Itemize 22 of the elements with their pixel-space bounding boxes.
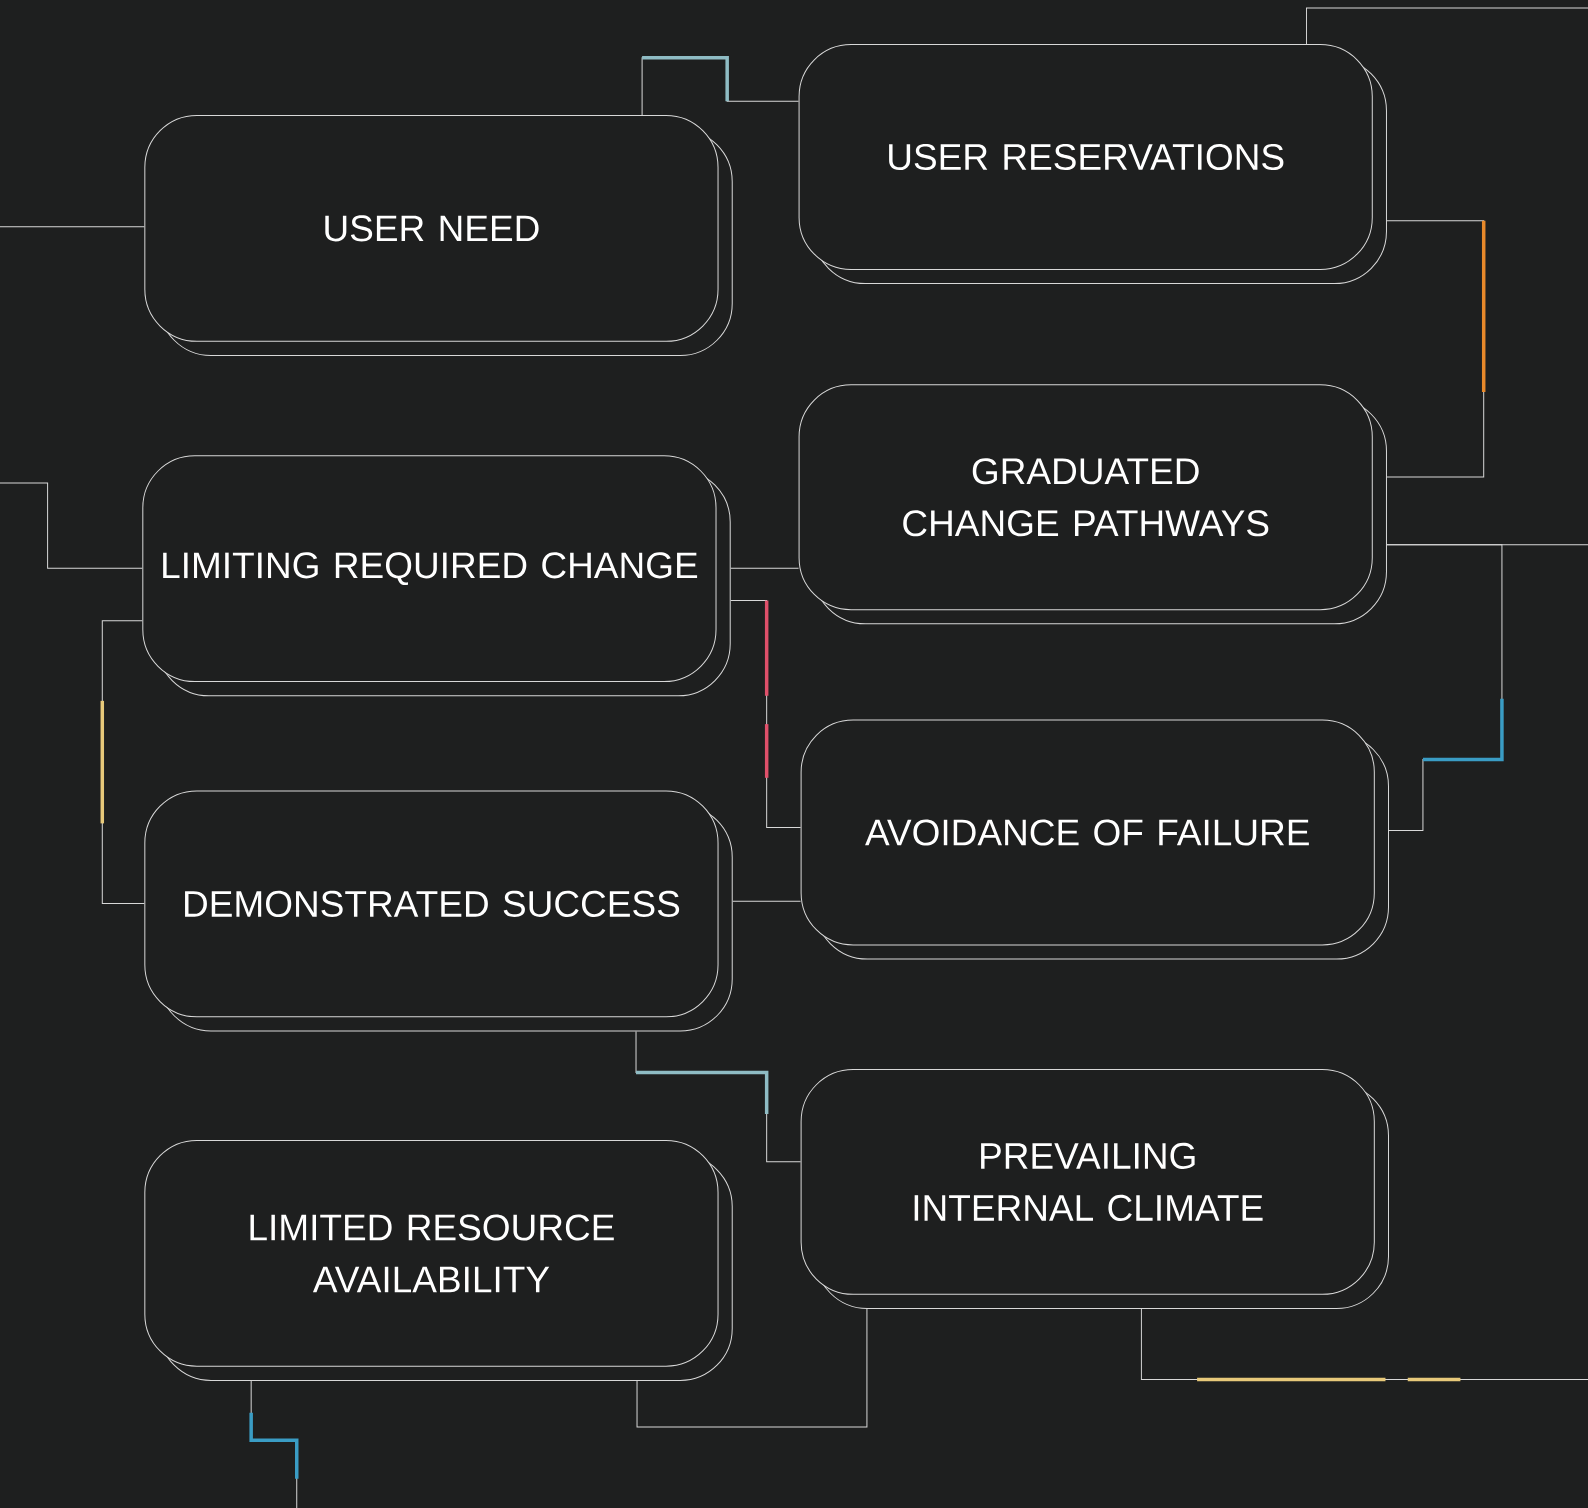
rounded-box: USER NEED <box>144 115 733 356</box>
rounded-box: AVOIDANCE OF FAILURE <box>800 719 1389 960</box>
connector <box>249 1380 299 1508</box>
connector <box>100 620 145 904</box>
rounded-box: PREVAILING INTERNAL CLIMATE <box>800 1069 1389 1309</box>
connector <box>641 56 800 116</box>
rounded-box: GRADUATED CHANGE PATHWAYS <box>798 384 1387 625</box>
connector <box>0 226 145 228</box>
connector <box>636 1308 868 1428</box>
connector <box>1386 220 1486 478</box>
rounded-box: LIMITING REQUIRED CHANGE <box>142 455 731 697</box>
connector <box>732 900 802 902</box>
rounded-box: USER RESERVATIONS <box>798 44 1387 285</box>
connector <box>1386 544 1504 831</box>
connector <box>1140 1308 1588 1382</box>
connector <box>730 600 802 828</box>
connector <box>635 1031 802 1163</box>
rounded-box: LIMITED RESOURCE AVAILABILITY <box>144 1139 733 1381</box>
connector <box>0 482 143 569</box>
rounded-box: DEMONSTRATED SUCCESS <box>144 790 733 1032</box>
connector <box>1305 7 1588 45</box>
connector <box>730 567 800 569</box>
